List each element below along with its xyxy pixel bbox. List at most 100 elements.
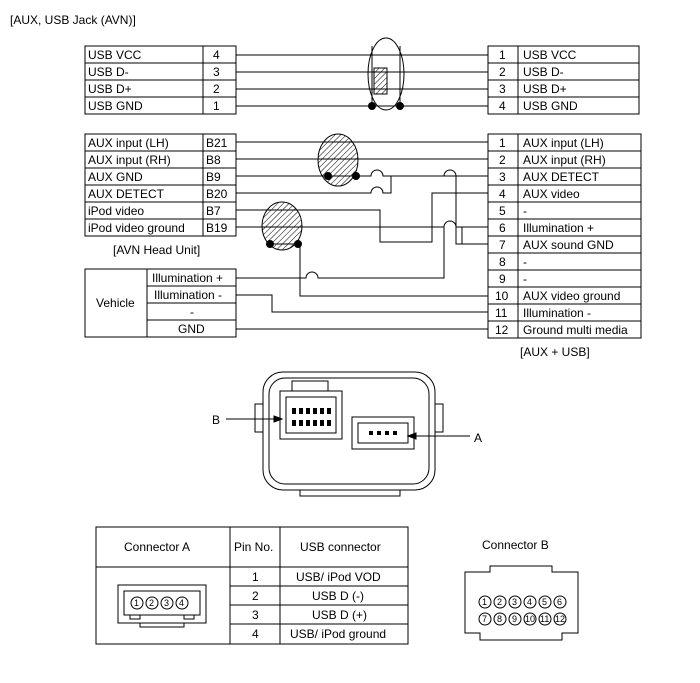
usb-right-name-4: USB GND: [523, 99, 578, 113]
aux-pin-8: 8: [499, 255, 506, 269]
avn-pin-b19: B19: [206, 221, 228, 235]
connector-b-pin-12: 12: [555, 614, 565, 624]
avn-head-unit-label: [AVN Head Unit]: [113, 243, 200, 257]
avn-pin-b9: B9: [206, 170, 221, 184]
vehicle-illumination-minus: Illumination -: [154, 288, 222, 302]
usb-left-name-3: USB D+: [88, 82, 132, 96]
vehicle-illumination-plus: Illumination +: [152, 271, 223, 285]
connector-b-pin-5: 5: [542, 597, 547, 607]
table-pin-2: 2: [252, 589, 259, 603]
usb-left-name-1: USB VCC: [88, 48, 142, 62]
connector-a-pin-circles: [130, 596, 189, 610]
connector-a-face: [117, 584, 207, 628]
aux-pin-5: 5: [499, 204, 506, 218]
usb-wires: [236, 54, 488, 107]
callout-arrows: [226, 415, 470, 440]
aux-shield-upper: [317, 133, 360, 187]
callout-b-label: B: [212, 413, 220, 427]
aux-pin-10: 10: [495, 289, 509, 303]
avn-name-b20: AUX DETECT: [88, 187, 165, 201]
aux-name-6: Illumination +: [523, 221, 594, 235]
connector-b-pin-3: 3: [512, 597, 517, 607]
connector-b-pin-6: 6: [557, 597, 562, 607]
usb-left-pin-1: 4: [213, 48, 220, 62]
table-pin-3: 3: [252, 608, 259, 622]
connector-b-pin-9: 9: [512, 614, 517, 624]
table-pin-4: 4: [252, 627, 259, 641]
aux-pin-12: 12: [495, 323, 509, 337]
usb-right-pin-1: 1: [499, 48, 506, 62]
table-pin-1: 1: [252, 570, 259, 584]
aux-wires: [236, 141, 488, 330]
connector-a-pin-2: 2: [149, 598, 154, 608]
connector-b-pin-7: 7: [482, 614, 487, 624]
connector-a-pin-1: 1: [134, 598, 139, 608]
connector-b-pin-circles: [478, 595, 567, 626]
avn-head-unit-connector: [84, 133, 237, 237]
vehicle-gnd: GND: [178, 322, 205, 336]
aux-pin-9: 9: [499, 272, 506, 286]
vehicle-connector: [84, 268, 237, 338]
usb-left-pin-4: 1: [213, 99, 220, 113]
aux-name-2: AUX input (RH): [523, 153, 606, 167]
avn-pin-b7: B7: [206, 204, 221, 218]
connector-a-pins-illustration: [369, 431, 397, 435]
aux-pin-4: 4: [499, 187, 506, 201]
aux-name-1: AUX input (LH): [523, 136, 604, 150]
aux-name-5: -: [523, 204, 527, 218]
aux-name-12: Ground multi media: [523, 323, 628, 337]
usb-right-name-1: USB VCC: [523, 48, 577, 62]
aux-name-4: AUX video: [523, 187, 580, 201]
aux-pin-3: 3: [499, 170, 506, 184]
connector-b-pin-8: 8: [497, 614, 502, 624]
usb-right-pin-4: 4: [499, 99, 506, 113]
table-usb-2: USB D (-): [312, 589, 364, 603]
table-header-usb-connector: USB connector: [300, 540, 381, 554]
table-header-pin-no: Pin No.: [234, 540, 273, 554]
table-usb-4: USB/ iPod ground: [290, 627, 386, 641]
connector-b-pin-11: 11: [540, 614, 549, 624]
aux-name-11: Illumination -: [523, 306, 591, 320]
avn-pin-b8: B8: [206, 153, 221, 167]
diagram-title: [AUX, USB Jack (AVN)]: [10, 13, 136, 27]
table-usb-1: USB/ iPod VOD: [296, 570, 381, 584]
aux-name-9: -: [523, 272, 527, 286]
usb-left-connector: [84, 45, 237, 115]
connector-b-pin-2: 2: [497, 597, 502, 607]
avn-name-b8: AUX input (RH): [88, 153, 171, 167]
connector-b-pin-10: 10: [525, 614, 535, 624]
aux-name-10: AUX video ground: [523, 289, 620, 303]
aux-pin-6: 6: [499, 221, 506, 235]
connector-a-pin-3: 3: [164, 598, 169, 608]
aux-shield-lower: [261, 201, 303, 251]
usb-left-name-2: USB D-: [88, 65, 129, 79]
usb-right-name-2: USB D-: [523, 65, 564, 79]
callout-a-label: A: [474, 431, 482, 445]
aux-usb-label: [AUX + USB]: [520, 345, 590, 359]
aux-name-8: -: [523, 255, 527, 269]
avn-name-b7: iPod video: [88, 204, 144, 218]
connector-b-face: [464, 565, 579, 641]
usb-left-pin-2: 3: [213, 65, 220, 79]
avn-pin-b20: B20: [206, 187, 228, 201]
usb-right-pin-2: 2: [499, 65, 506, 79]
avn-name-b19: iPod video ground: [88, 221, 185, 235]
connector-a-pin-4: 4: [179, 598, 184, 608]
vehicle-label: Vehicle: [96, 296, 135, 310]
aux-name-7: AUX sound GND: [523, 238, 614, 252]
connector-b-pins-illustration: [292, 408, 331, 426]
aux-usb-connector: [487, 133, 642, 339]
usb-shield: [367, 37, 405, 111]
table-header-connector-a: Connector A: [124, 540, 190, 554]
aux-pin-2: 2: [499, 153, 506, 167]
aux-usb-jack-illustration: [254, 371, 444, 497]
connector-b-pin-1: 1: [482, 597, 487, 607]
vehicle-dash: -: [190, 305, 194, 319]
aux-pin-1: 1: [499, 136, 506, 150]
connector-a-table: [95, 526, 409, 645]
usb-left-name-4: USB GND: [88, 99, 143, 113]
avn-name-b9: AUX GND: [88, 170, 143, 184]
connector-b-label: Connector B: [482, 538, 549, 552]
usb-right-name-3: USB D+: [523, 82, 567, 96]
